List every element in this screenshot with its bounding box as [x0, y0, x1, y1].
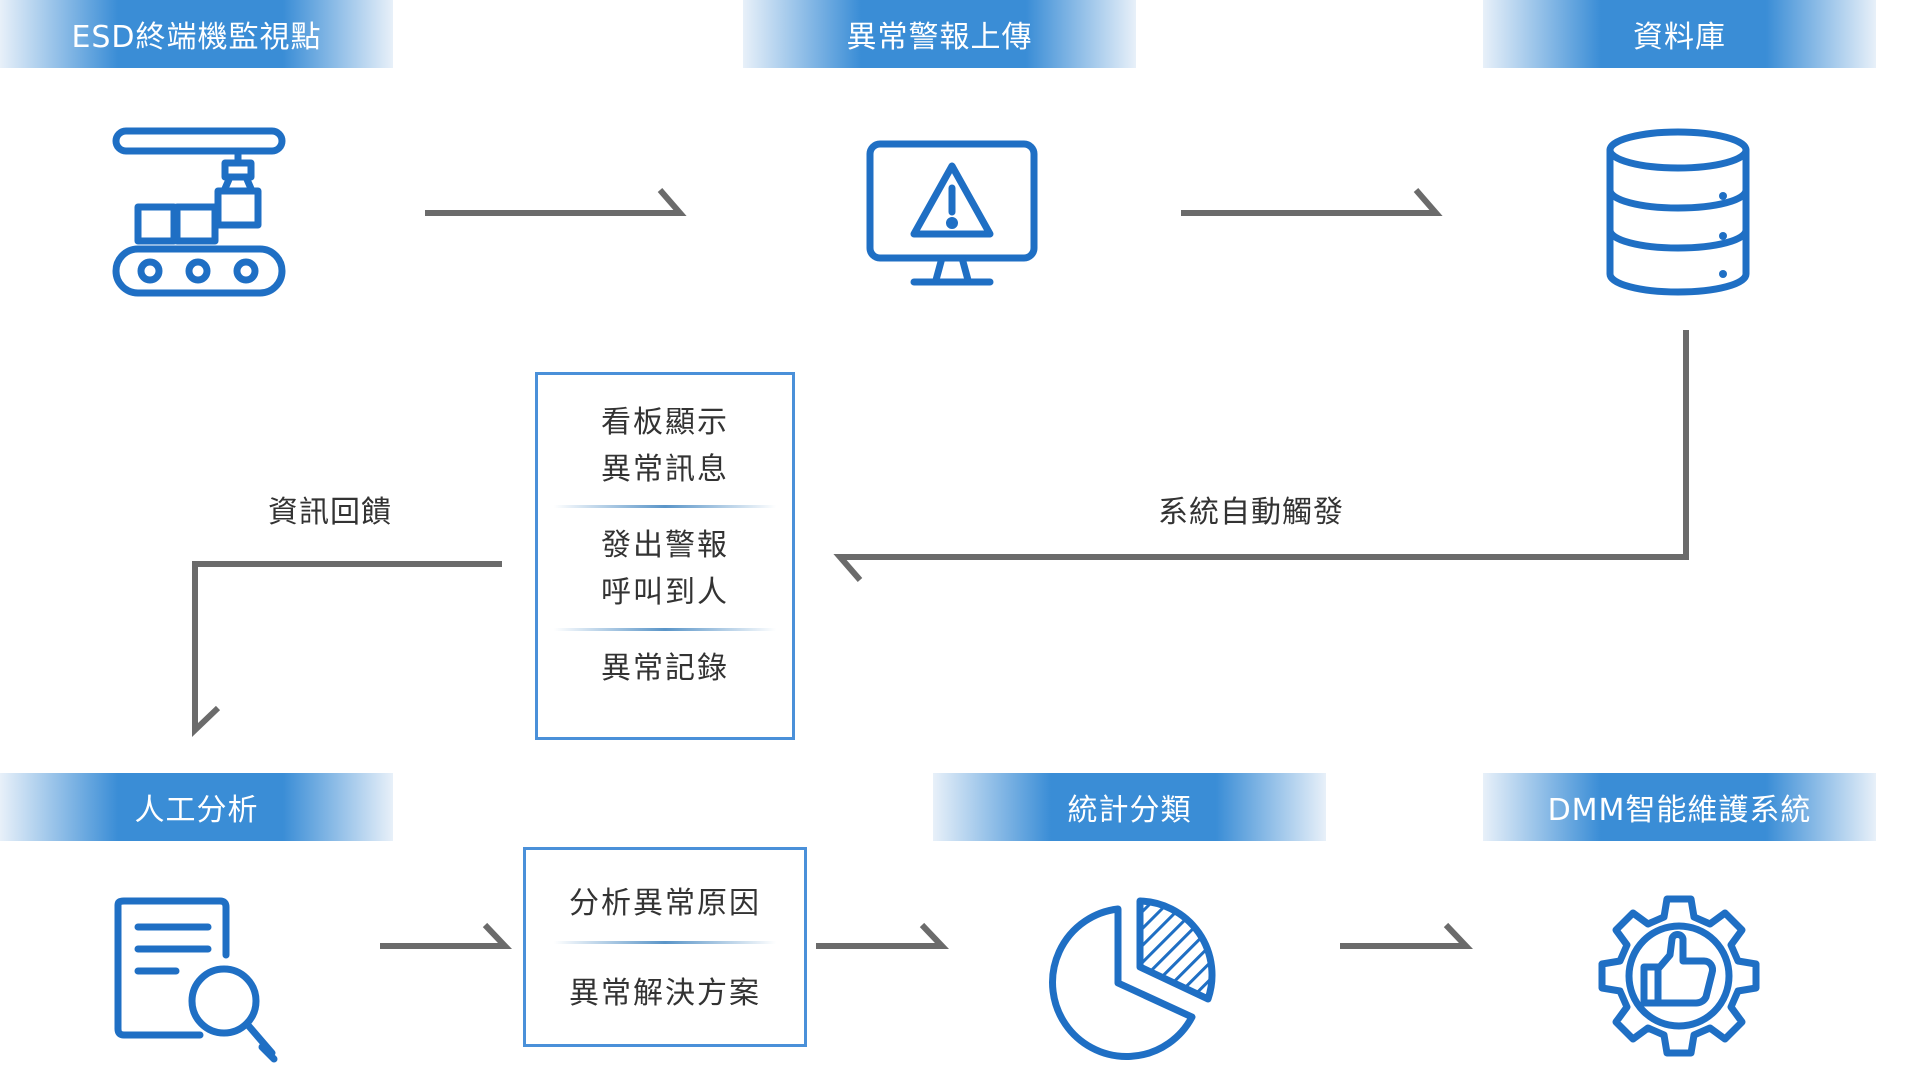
action-group-alarm: 發出警報 呼叫到人	[601, 522, 729, 616]
action-alarm-line2: 呼叫到人	[601, 575, 729, 610]
conveyor-robot-icon	[112, 127, 286, 297]
action-dashboard-line2: 異常訊息	[601, 452, 729, 487]
action-box: 看板顯示 異常訊息 發出警報 呼叫到人 異常記錄	[535, 372, 795, 740]
action-group-dashboard: 看板顯示 異常訊息	[601, 399, 729, 493]
arrow-alarm-to-db	[1181, 188, 1443, 216]
action-divider-1	[554, 505, 776, 508]
action-divider-2	[554, 628, 776, 631]
arrow-stats-to-dmm	[1340, 922, 1473, 949]
arrow-analysis-to-box	[380, 922, 512, 949]
arrow-db-to-actions	[833, 330, 1689, 582]
database-icon	[1606, 128, 1750, 296]
action-record: 異常記錄	[601, 651, 729, 686]
stage-title-esd-monitor: ESD終端機監視點	[71, 20, 322, 55]
stage-title-alarm-upload: 異常警報上傳	[846, 20, 1033, 55]
arrow-feedback-to-analysis	[192, 561, 502, 738]
stage-title-database: 資料庫	[1633, 20, 1726, 55]
action-alarm-line1: 發出警報	[601, 528, 729, 563]
pie-chart-icon	[1049, 897, 1216, 1060]
stage-band-statistics: 統計分類	[933, 773, 1326, 841]
stage-band-dmm-system: DMM智能維護系統	[1483, 773, 1876, 841]
gear-thumbs-up-icon	[1598, 895, 1760, 1057]
action-dashboard-line1: 看板顯示	[601, 405, 729, 440]
analysis-box: 分析異常原因 異常解決方案	[523, 847, 807, 1047]
stage-band-esd-monitor: ESD終端機監視點	[0, 0, 393, 68]
label-auto-trigger: 系統自動觸發	[1158, 495, 1344, 530]
analysis-cause: 分析異常原因	[569, 886, 761, 921]
analysis-solution: 異常解決方案	[569, 976, 761, 1011]
label-feedback: 資訊回饋	[268, 495, 392, 530]
stage-band-manual-analysis: 人工分析	[0, 773, 393, 841]
analysis-divider	[554, 941, 776, 944]
document-search-icon	[114, 897, 278, 1063]
arrow-box-to-stats	[816, 922, 949, 949]
stage-title-statistics: 統計分類	[1067, 793, 1192, 828]
stage-title-manual-analysis: 人工分析	[134, 793, 259, 828]
arrow-esd-to-alarm	[425, 188, 687, 216]
stage-title-dmm-system: DMM智能維護系統	[1547, 793, 1812, 828]
stage-band-database: 資料庫	[1483, 0, 1876, 68]
stage-band-alarm-upload: 異常警報上傳	[743, 0, 1136, 68]
monitor-warning-icon	[866, 140, 1038, 286]
